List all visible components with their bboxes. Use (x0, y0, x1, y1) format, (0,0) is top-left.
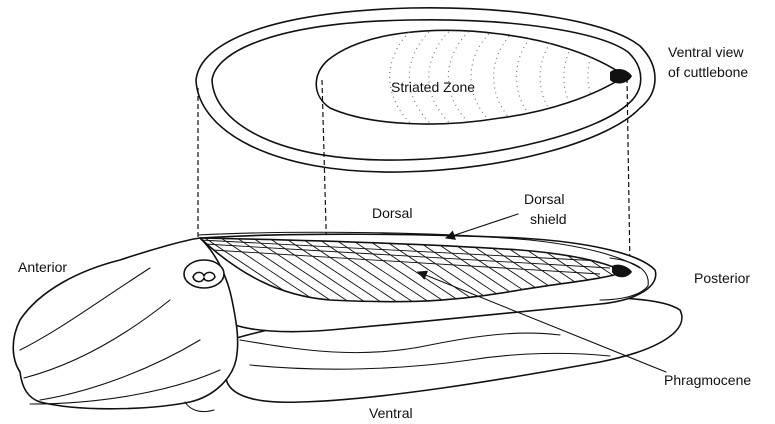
label-striated-zone: Striated Zone (391, 79, 475, 95)
label-ventral-view-line1: Ventral view (668, 44, 744, 60)
label-dorsal-shield-line2: shield (530, 211, 567, 227)
head-mouth-fold (185, 402, 214, 412)
label-posterior: Posterior (694, 270, 750, 286)
label-dorsal-shield-line1: Dorsal (524, 191, 564, 207)
label-phragmocene: Phragmocene (664, 372, 751, 388)
label-ventral: Ventral (369, 405, 413, 421)
dorsal-shield-arrow (446, 214, 518, 238)
label-ventral-view-line2: of cuttlebone (668, 64, 748, 80)
label-anterior: Anterior (18, 259, 67, 275)
label-dorsal: Dorsal (372, 205, 412, 221)
